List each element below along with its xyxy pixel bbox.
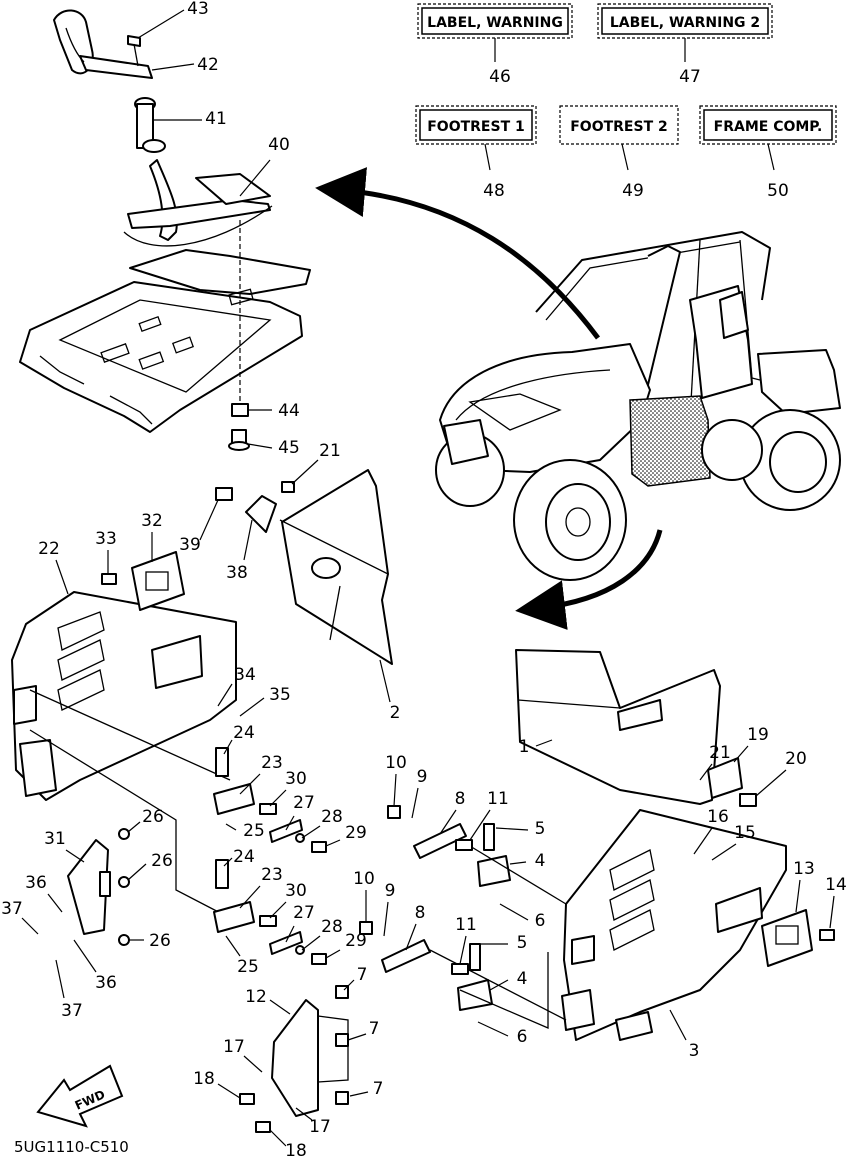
callout-23-upper: 23 xyxy=(261,753,283,773)
callout-30-upper: 30 xyxy=(285,769,307,789)
callout-13: 13 xyxy=(793,859,815,879)
callout-11-lower: 11 xyxy=(455,915,477,935)
callout-18-lower: 18 xyxy=(285,1141,307,1158)
label-box-47-text: LABEL, WARNING 2 xyxy=(610,15,760,31)
callout-49: 49 xyxy=(622,181,644,201)
label-box-50-text: FRAME COMP. xyxy=(714,119,823,135)
label-box-46-text: LABEL, WARNING xyxy=(427,15,563,31)
panel-1 xyxy=(515,649,757,807)
label-box-49-text: FOOTREST 2 xyxy=(570,119,668,135)
callout-2: 2 xyxy=(390,703,401,723)
callout-25-upper: 25 xyxy=(243,821,265,841)
callout-9-lower: 9 xyxy=(385,881,396,901)
callout-5-lower: 5 xyxy=(517,933,528,953)
panel-2 xyxy=(215,469,393,665)
callout-7-bottom: 7 xyxy=(373,1079,384,1099)
callout-50: 50 xyxy=(767,181,789,201)
callout-30-lower: 30 xyxy=(285,881,307,901)
diagram-code: 5UG1110-C510 xyxy=(14,1138,129,1156)
callout-11-upper: 11 xyxy=(487,789,509,809)
callout-36-lower: 36 xyxy=(95,973,117,993)
callout-17-upper: 17 xyxy=(223,1037,245,1057)
shift-lever-assembly xyxy=(19,9,311,451)
callout-17-lower: 17 xyxy=(309,1117,331,1137)
callout-47: 47 xyxy=(679,67,701,87)
callout-44: 44 xyxy=(278,401,300,421)
callout-16: 16 xyxy=(707,807,729,827)
callout-41: 41 xyxy=(205,109,227,129)
callout-21-right: 21 xyxy=(709,743,731,763)
callout-35: 35 xyxy=(269,685,291,705)
callout-4-upper: 4 xyxy=(535,851,546,871)
label-box-49: FOOTREST 2 49 xyxy=(559,105,679,201)
label-box-50: FRAME COMP. 50 xyxy=(699,105,837,201)
callout-10-lower: 10 xyxy=(353,869,375,889)
callout-39: 39 xyxy=(179,535,201,555)
fwd-arrow-icon: FWD xyxy=(36,1064,124,1128)
callout-26-upper: 26 xyxy=(142,807,164,827)
callout-27-lower: 27 xyxy=(293,903,315,923)
label-box-46: LABEL, WARNING 46 xyxy=(417,3,573,87)
callout-45: 45 xyxy=(278,438,300,458)
callout-6-lower: 6 xyxy=(517,1027,528,1047)
callout-10-upper: 10 xyxy=(385,753,407,773)
callout-26-middle: 26 xyxy=(151,851,173,871)
bracket-12 xyxy=(239,985,349,1133)
label-box-48-text: FOOTREST 1 xyxy=(427,119,525,135)
callout-8-upper: 8 xyxy=(455,789,466,809)
center-linkage xyxy=(359,805,567,1029)
flow-arrow-to-lever xyxy=(315,167,601,340)
callout-28-lower: 28 xyxy=(321,917,343,937)
callout-29-lower: 29 xyxy=(345,931,367,951)
callout-7-top: 7 xyxy=(357,965,368,985)
callout-7-middle: 7 xyxy=(369,1019,380,1039)
callout-12: 12 xyxy=(245,987,267,1007)
callout-4-lower: 4 xyxy=(517,969,528,989)
callout-25-lower: 25 xyxy=(237,957,259,977)
callout-8-lower: 8 xyxy=(415,903,426,923)
footrest-left-22 xyxy=(11,551,237,801)
callout-21-upper: 21 xyxy=(319,441,341,461)
callout-23-lower: 23 xyxy=(261,865,283,885)
flow-arrow-to-footrest xyxy=(515,529,663,630)
callout-31: 31 xyxy=(44,829,66,849)
callout-6-upper: 6 xyxy=(535,911,546,931)
linkage-assembly xyxy=(29,689,327,965)
callout-40: 40 xyxy=(268,135,290,155)
callout-34: 34 xyxy=(234,665,256,685)
callout-32: 32 xyxy=(141,511,163,531)
label-box-48: FOOTREST 1 48 xyxy=(415,105,537,201)
callout-22: 22 xyxy=(38,539,60,559)
callout-26-lower: 26 xyxy=(149,931,171,951)
callout-19: 19 xyxy=(747,725,769,745)
callout-42: 42 xyxy=(197,55,219,75)
callout-48: 48 xyxy=(483,181,505,201)
vehicle-illustration xyxy=(435,231,841,581)
callout-24-lower: 24 xyxy=(233,847,255,867)
callout-5-upper: 5 xyxy=(535,819,546,839)
callout-38: 38 xyxy=(226,563,248,583)
callout-29-upper: 29 xyxy=(345,823,367,843)
callout-14: 14 xyxy=(825,875,847,895)
callout-3: 3 xyxy=(689,1041,700,1061)
label-box-47: LABEL, WARNING 2 47 xyxy=(597,3,773,87)
callout-36-upper: 36 xyxy=(25,873,47,893)
callout-1: 1 xyxy=(519,737,530,757)
callout-15: 15 xyxy=(734,823,756,843)
callout-20: 20 xyxy=(785,749,807,769)
callout-24-upper: 24 xyxy=(233,723,255,743)
callout-43: 43 xyxy=(187,0,209,19)
callout-33: 33 xyxy=(95,529,117,549)
callout-46: 46 xyxy=(489,67,511,87)
callout-28-upper: 28 xyxy=(321,807,343,827)
callout-18-upper: 18 xyxy=(193,1069,215,1089)
callout-27-upper: 27 xyxy=(293,793,315,813)
callout-37-upper: 37 xyxy=(1,899,23,919)
callout-37-lower: 37 xyxy=(61,1001,83,1021)
callout-9-upper: 9 xyxy=(417,767,428,787)
footrest-right-3 xyxy=(561,809,835,1041)
